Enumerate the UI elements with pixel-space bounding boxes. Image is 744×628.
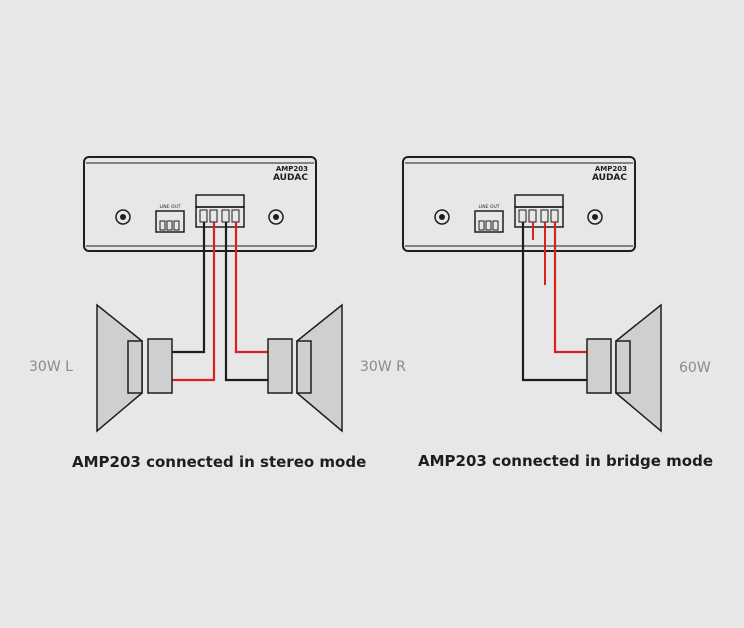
speaker-bridge-label: 60W	[679, 360, 711, 376]
bridge-line-out-label: LINE OUT	[478, 204, 499, 210]
stereo-left-positive-wire	[172, 222, 216, 382]
stereo-amp-brand: AUDAC	[273, 173, 308, 183]
bridge-caption: AMP203 connected in bridge mode	[418, 452, 714, 470]
stereo-right-negative-wire	[224, 222, 268, 382]
bridge-amp-model: AMP203	[595, 165, 627, 173]
bridge-wires	[521, 222, 587, 382]
speaker-left-label: 30W L	[29, 359, 73, 375]
line-out-connector	[155, 210, 185, 233]
speaker-right-icon	[267, 303, 343, 433]
stereo-amplifier: AMP203 AUDAC LINE OUT	[83, 156, 317, 252]
stereo-wires	[172, 222, 268, 382]
bridge-amp-brand: AUDAC	[592, 173, 627, 183]
mount-hole-icon	[587, 209, 603, 225]
stereo-line-out-label: LINE OUT	[159, 204, 180, 210]
bridge-positive-wire	[553, 222, 587, 354]
speaker-right-label: 30W R	[360, 359, 406, 375]
stereo-caption: AMP203 connected in stereo mode	[72, 453, 367, 471]
stereo-amp-model: AMP203	[276, 165, 308, 173]
speaker-left-icon	[96, 303, 173, 433]
bridge-amplifier: AMP203 AUDAC LINE OUT	[402, 156, 636, 252]
mount-hole-icon	[115, 209, 131, 225]
stereo-left-negative-wire	[172, 222, 206, 354]
mount-hole-icon	[434, 209, 450, 225]
line-out-connector	[474, 210, 504, 233]
speaker-terminal-block	[514, 194, 564, 228]
bridge-negative-wire	[521, 222, 587, 382]
mount-hole-icon	[268, 209, 284, 225]
speaker-bridge-icon	[586, 303, 662, 433]
stereo-right-positive-wire	[234, 222, 268, 354]
